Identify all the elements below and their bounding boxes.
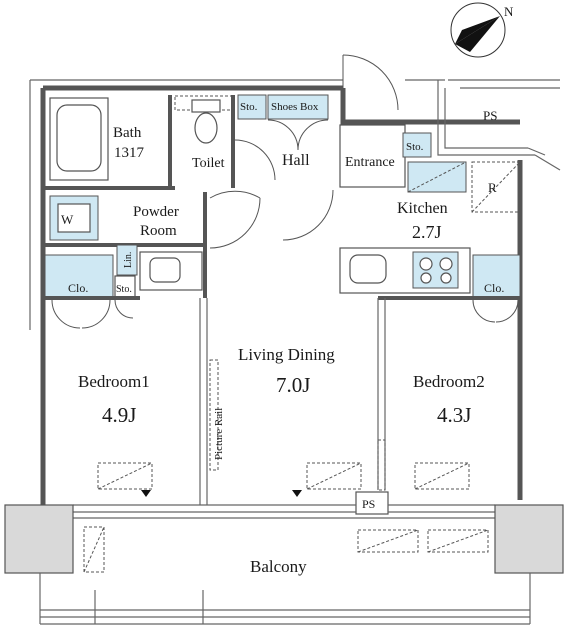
bedroom1-size-label: 4.9J — [102, 403, 136, 427]
balcony-columns — [4, 504, 564, 574]
powder-room-fixtures — [43, 190, 261, 298]
ps-shaft-top — [437, 79, 561, 171]
kitchen-label: Kitchen — [397, 200, 448, 217]
balcony-fixtures — [83, 526, 489, 573]
shoes-box-label: Shoes Box — [271, 101, 319, 113]
kitchen-counter — [339, 247, 521, 323]
closet-right-label: Clo. — [484, 281, 504, 295]
ps-top-label: PS — [483, 108, 497, 123]
refrigerator-label: R — [488, 180, 497, 195]
north-compass-icon — [450, 2, 506, 58]
bath-label: Bath — [113, 125, 142, 141]
bedroom2-size-label: 4.3J — [437, 403, 471, 427]
toilet-label: Toilet — [192, 156, 225, 171]
entrance-area — [282, 54, 432, 241]
balcony-railing — [39, 573, 531, 625]
bathtub — [43, 95, 175, 190]
compass-north-label: N — [504, 4, 514, 19]
living-dining-label: Living Dining — [238, 345, 335, 364]
hall-label: Hall — [282, 152, 310, 169]
linen-label: Lin. — [123, 252, 134, 268]
partitions — [199, 298, 386, 505]
powder-room-label: Room — [140, 223, 177, 239]
storage-entrance-label: Sto. — [406, 141, 424, 153]
living-size-label: 7.0J — [276, 373, 310, 397]
toilet-door — [234, 139, 276, 181]
powder-label: Powder — [133, 204, 179, 220]
bath-size-label: 1317 — [114, 145, 145, 161]
washer-label: W — [61, 212, 74, 227]
entrance-label: Entrance — [345, 155, 395, 170]
kitchen-size-label: 2.7J — [412, 222, 442, 242]
bedroom2-label: Bedroom2 — [413, 372, 485, 391]
bedroom1-label: Bedroom1 — [78, 372, 150, 391]
closet-left-label: Clo. — [68, 281, 88, 295]
ps-bottom-label: PS — [362, 497, 375, 511]
storage-left-label: Sto. — [116, 284, 132, 295]
ps-shaft-bottom — [355, 491, 389, 515]
picture-rail-label: Picture Rail — [213, 408, 225, 460]
storage-top-label: Sto. — [240, 101, 258, 113]
kitchen-upper — [407, 161, 521, 213]
ac-units — [97, 462, 470, 497]
closet-left — [43, 254, 140, 329]
balcony-label: Balcony — [250, 557, 307, 576]
window-wall — [73, 504, 495, 519]
toilet-fixture — [174, 94, 329, 188]
